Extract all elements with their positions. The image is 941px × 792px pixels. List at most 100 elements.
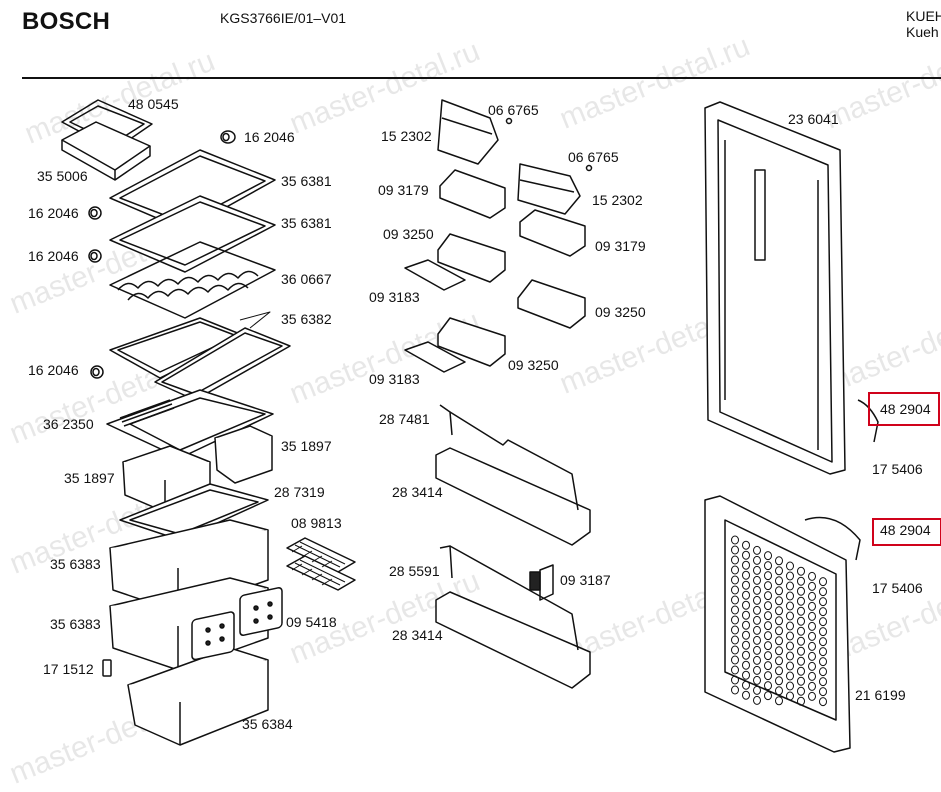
bush-icon [88,206,102,220]
vent-hole [786,571,794,581]
vent-hole [797,576,805,586]
vent-hole [786,591,794,601]
part-label: 09 3179 [378,182,429,198]
part-label: 09 3187 [560,572,611,588]
vent-hole [797,626,805,636]
part-label: 35 6382 [281,311,332,327]
vent-hole [775,606,783,616]
part-label: 23 6041 [788,111,839,127]
vent-hole [753,585,761,595]
vent-hole [786,651,794,661]
part-label: 28 7481 [379,411,430,427]
vent-hole [775,586,783,596]
vent-hole [786,641,794,651]
part-label: 09 3183 [369,289,420,305]
vent-hole [742,660,750,670]
model-number: KGS3766IE/01–V01 [220,10,347,26]
vent-hole [797,666,805,676]
vent-hole [753,575,761,585]
vent-hole [775,686,783,696]
part-label: 35 5006 [37,168,88,184]
vent-hole [819,587,827,597]
shelf-cover [437,99,499,165]
vent-hole [797,616,805,626]
bush-icon [220,130,236,144]
bottle-shelf [435,404,591,546]
vent-hole [742,680,750,690]
bottom-drawer [127,647,269,746]
vent-hole [808,651,816,661]
vent-hole [797,646,805,656]
vent-hole [786,661,794,671]
part-label: 08 9813 [291,515,342,531]
vent-hole [797,656,805,666]
vent-hole [819,597,827,607]
vent-hole [731,575,739,585]
part-label: 35 6383 [50,556,101,572]
vent-hole [764,671,772,681]
vent-hole [786,601,794,611]
bottle-divider [529,564,554,601]
part-label: 16 2046 [28,205,79,221]
vent-hole [742,570,750,580]
header-divider [22,77,941,79]
vent-hole [753,695,761,705]
category-label: KUEH Kueh [906,8,941,40]
category-line-1: KUEH [906,8,941,24]
vent-hole [808,641,816,651]
vent-hole [819,617,827,627]
vent-hole [775,576,783,586]
vent-hole [819,697,827,707]
vent-hole [808,681,816,691]
vent-hole [808,671,816,681]
vent-hole [775,596,783,606]
vent-hole [742,630,750,640]
vent-hole [797,696,805,706]
vent-hole [819,657,827,667]
vent-hole [731,685,739,695]
vent-hole [764,681,772,691]
vent-hole [753,545,761,555]
vent-hole [731,625,739,635]
vent-hole [731,535,739,545]
vent-hole [775,616,783,626]
part-label: 35 6383 [50,616,101,632]
vent-hole [808,591,816,601]
vent-hole [786,691,794,701]
vent-hole [742,580,750,590]
vent-hole [808,571,816,581]
vent-hole [775,656,783,666]
vent-hole [753,625,761,635]
part-label: 35 1897 [281,438,332,454]
door-tray [437,169,586,367]
vent-hole [742,650,750,660]
fridge-door [704,101,879,475]
vent-hole [819,577,827,587]
vent-hole [742,540,750,550]
vent-hole [786,581,794,591]
vent-hole [742,550,750,560]
vent-hole [786,631,794,641]
part-label: 35 6384 [242,716,293,732]
vent-hole [808,691,816,701]
vent-hole [731,655,739,665]
vent-hole [819,637,827,647]
vent-hole [797,606,805,616]
vent-hole [764,631,772,641]
vent-hole [731,595,739,605]
vent-hole [808,601,816,611]
vent-hole [731,565,739,575]
split-shelf [109,311,291,401]
part-label: 15 2302 [381,128,432,144]
part-label: 35 6381 [281,173,332,189]
vent-hole [764,641,772,651]
part-label: 09 3250 [383,226,434,242]
vent-hole [764,621,772,631]
vent-hole [753,655,761,665]
vent-hole [775,646,783,656]
vent-hole [742,560,750,570]
vent-hole [764,551,772,561]
part-label: 35 1897 [64,470,115,486]
vent-hole [819,687,827,697]
cold-pack [191,587,283,661]
